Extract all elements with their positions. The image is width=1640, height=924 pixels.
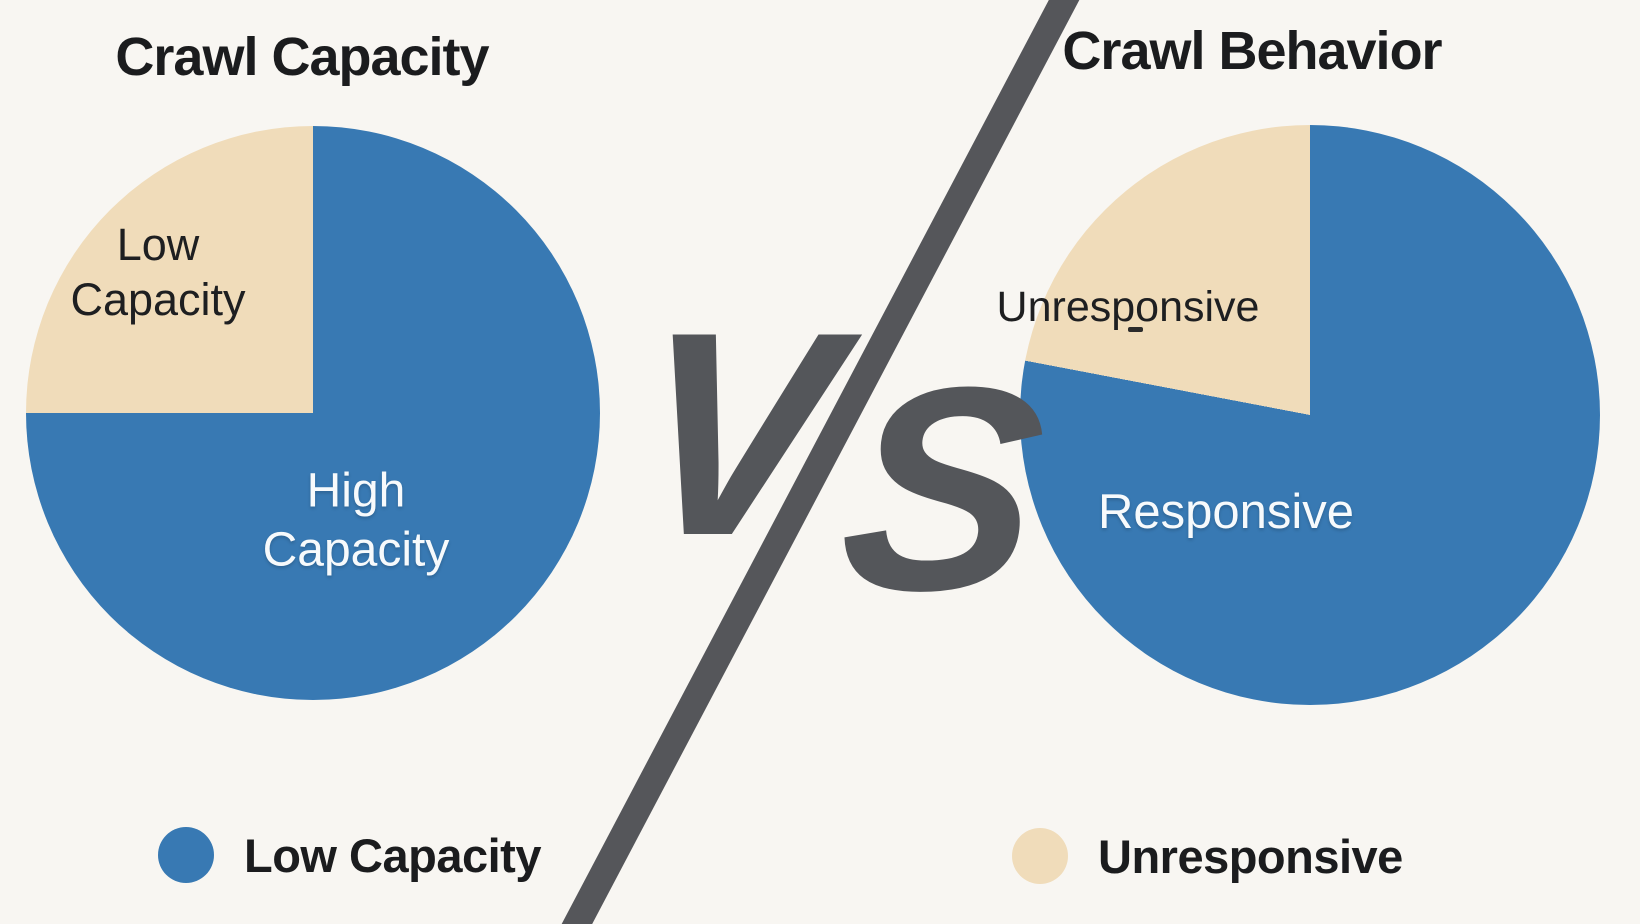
low-capacity-line2: Capacity [70,274,246,325]
left-pie-chart: Low Capacity High Capacity [26,126,600,700]
right-chart-title: Crawl Behavior [1062,21,1442,81]
left-legend-label: Low Capacity [244,828,541,882]
right-legend: Unresponsive [1012,828,1403,884]
dash-artifact [1128,327,1143,332]
left-pie-high-capacity-label: High Capacity [263,462,450,579]
left-legend-swatch [158,827,214,883]
right-legend-swatch [1012,828,1068,884]
left-legend: Low Capacity [158,827,541,883]
high-capacity-line2: Capacity [262,523,450,576]
right-legend-label: Unresponsive [1098,829,1403,883]
low-capacity-line1: Low [116,219,200,271]
vs-letter-v: V [620,272,849,596]
right-pie-responsive-label: Responsive [1097,485,1355,540]
vs-letter-s: S [828,327,1057,651]
high-capacity-line1: High [306,464,406,518]
left-pie-low-capacity-label: Low Capacity [70,218,245,328]
left-chart-title: Crawl Capacity [115,27,489,87]
right-pie-chart: Unresponsive Responsive [997,125,1600,705]
right-pie-unresponsive-label: Unresponsive [996,282,1260,331]
